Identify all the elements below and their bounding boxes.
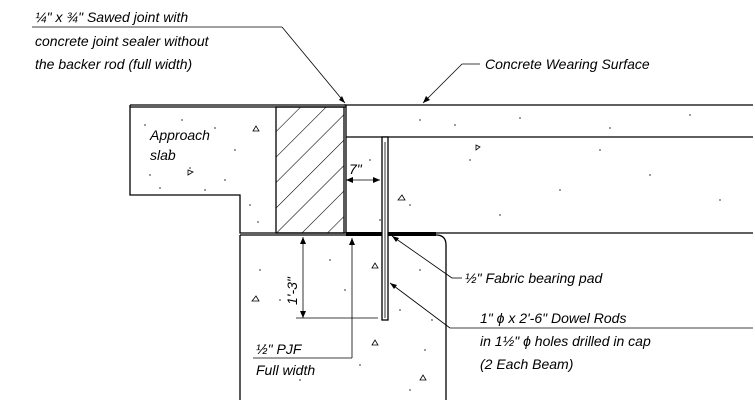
fabric-bearing-pad xyxy=(346,232,436,236)
dowel-rod xyxy=(381,136,389,321)
hatched-backwall xyxy=(275,106,345,234)
approach-slab xyxy=(129,104,346,234)
dowel-line-2: in 1½" ϕ holes drilled in cap xyxy=(480,333,651,349)
approach-slab-label-2: slab xyxy=(150,147,176,163)
approach-slab-label-1: Approach xyxy=(149,127,210,143)
callout-dowel-rods: 1" ϕ x 2'-6" Dowel Rods in 1½" ϕ holes d… xyxy=(389,282,753,372)
wearing-surface-label: Concrete Wearing Surface xyxy=(485,56,650,72)
dowel-line-1: 1" ϕ x 2'-6" Dowel Rods xyxy=(480,310,626,326)
callout-pjf: ½" PJF Full width xyxy=(253,238,355,378)
dowel-line-3: (2 Each Beam) xyxy=(480,356,573,372)
dim-seven-label: 7" xyxy=(349,161,363,177)
pjf-line-2: Full width xyxy=(256,362,315,378)
sawed-joint-line-1: ¼" x ¾" Sawed joint with xyxy=(35,9,188,25)
bearing-pad-label: ½" Fabric bearing pad xyxy=(465,270,603,286)
deck-beam-end xyxy=(344,104,753,234)
sawed-joint-line-2: concrete joint sealer without xyxy=(35,33,210,49)
bent-cap xyxy=(239,234,447,400)
dimension-height: 1'-3" xyxy=(284,237,378,319)
dim-height-label: 1'-3" xyxy=(284,276,300,305)
pjf-line-1: ½" PJF xyxy=(256,341,303,357)
callout-wearing-surface: Concrete Wearing Surface xyxy=(422,56,650,104)
sawed-joint-line-3: the backer rod (full width) xyxy=(35,56,192,72)
callout-bearing-pad: ½" Fabric bearing pad xyxy=(391,235,603,286)
callout-sawed-joint: ¼" x ¾" Sawed joint with concrete joint … xyxy=(32,9,346,104)
dimension-seven-inch: 7" xyxy=(346,161,380,183)
